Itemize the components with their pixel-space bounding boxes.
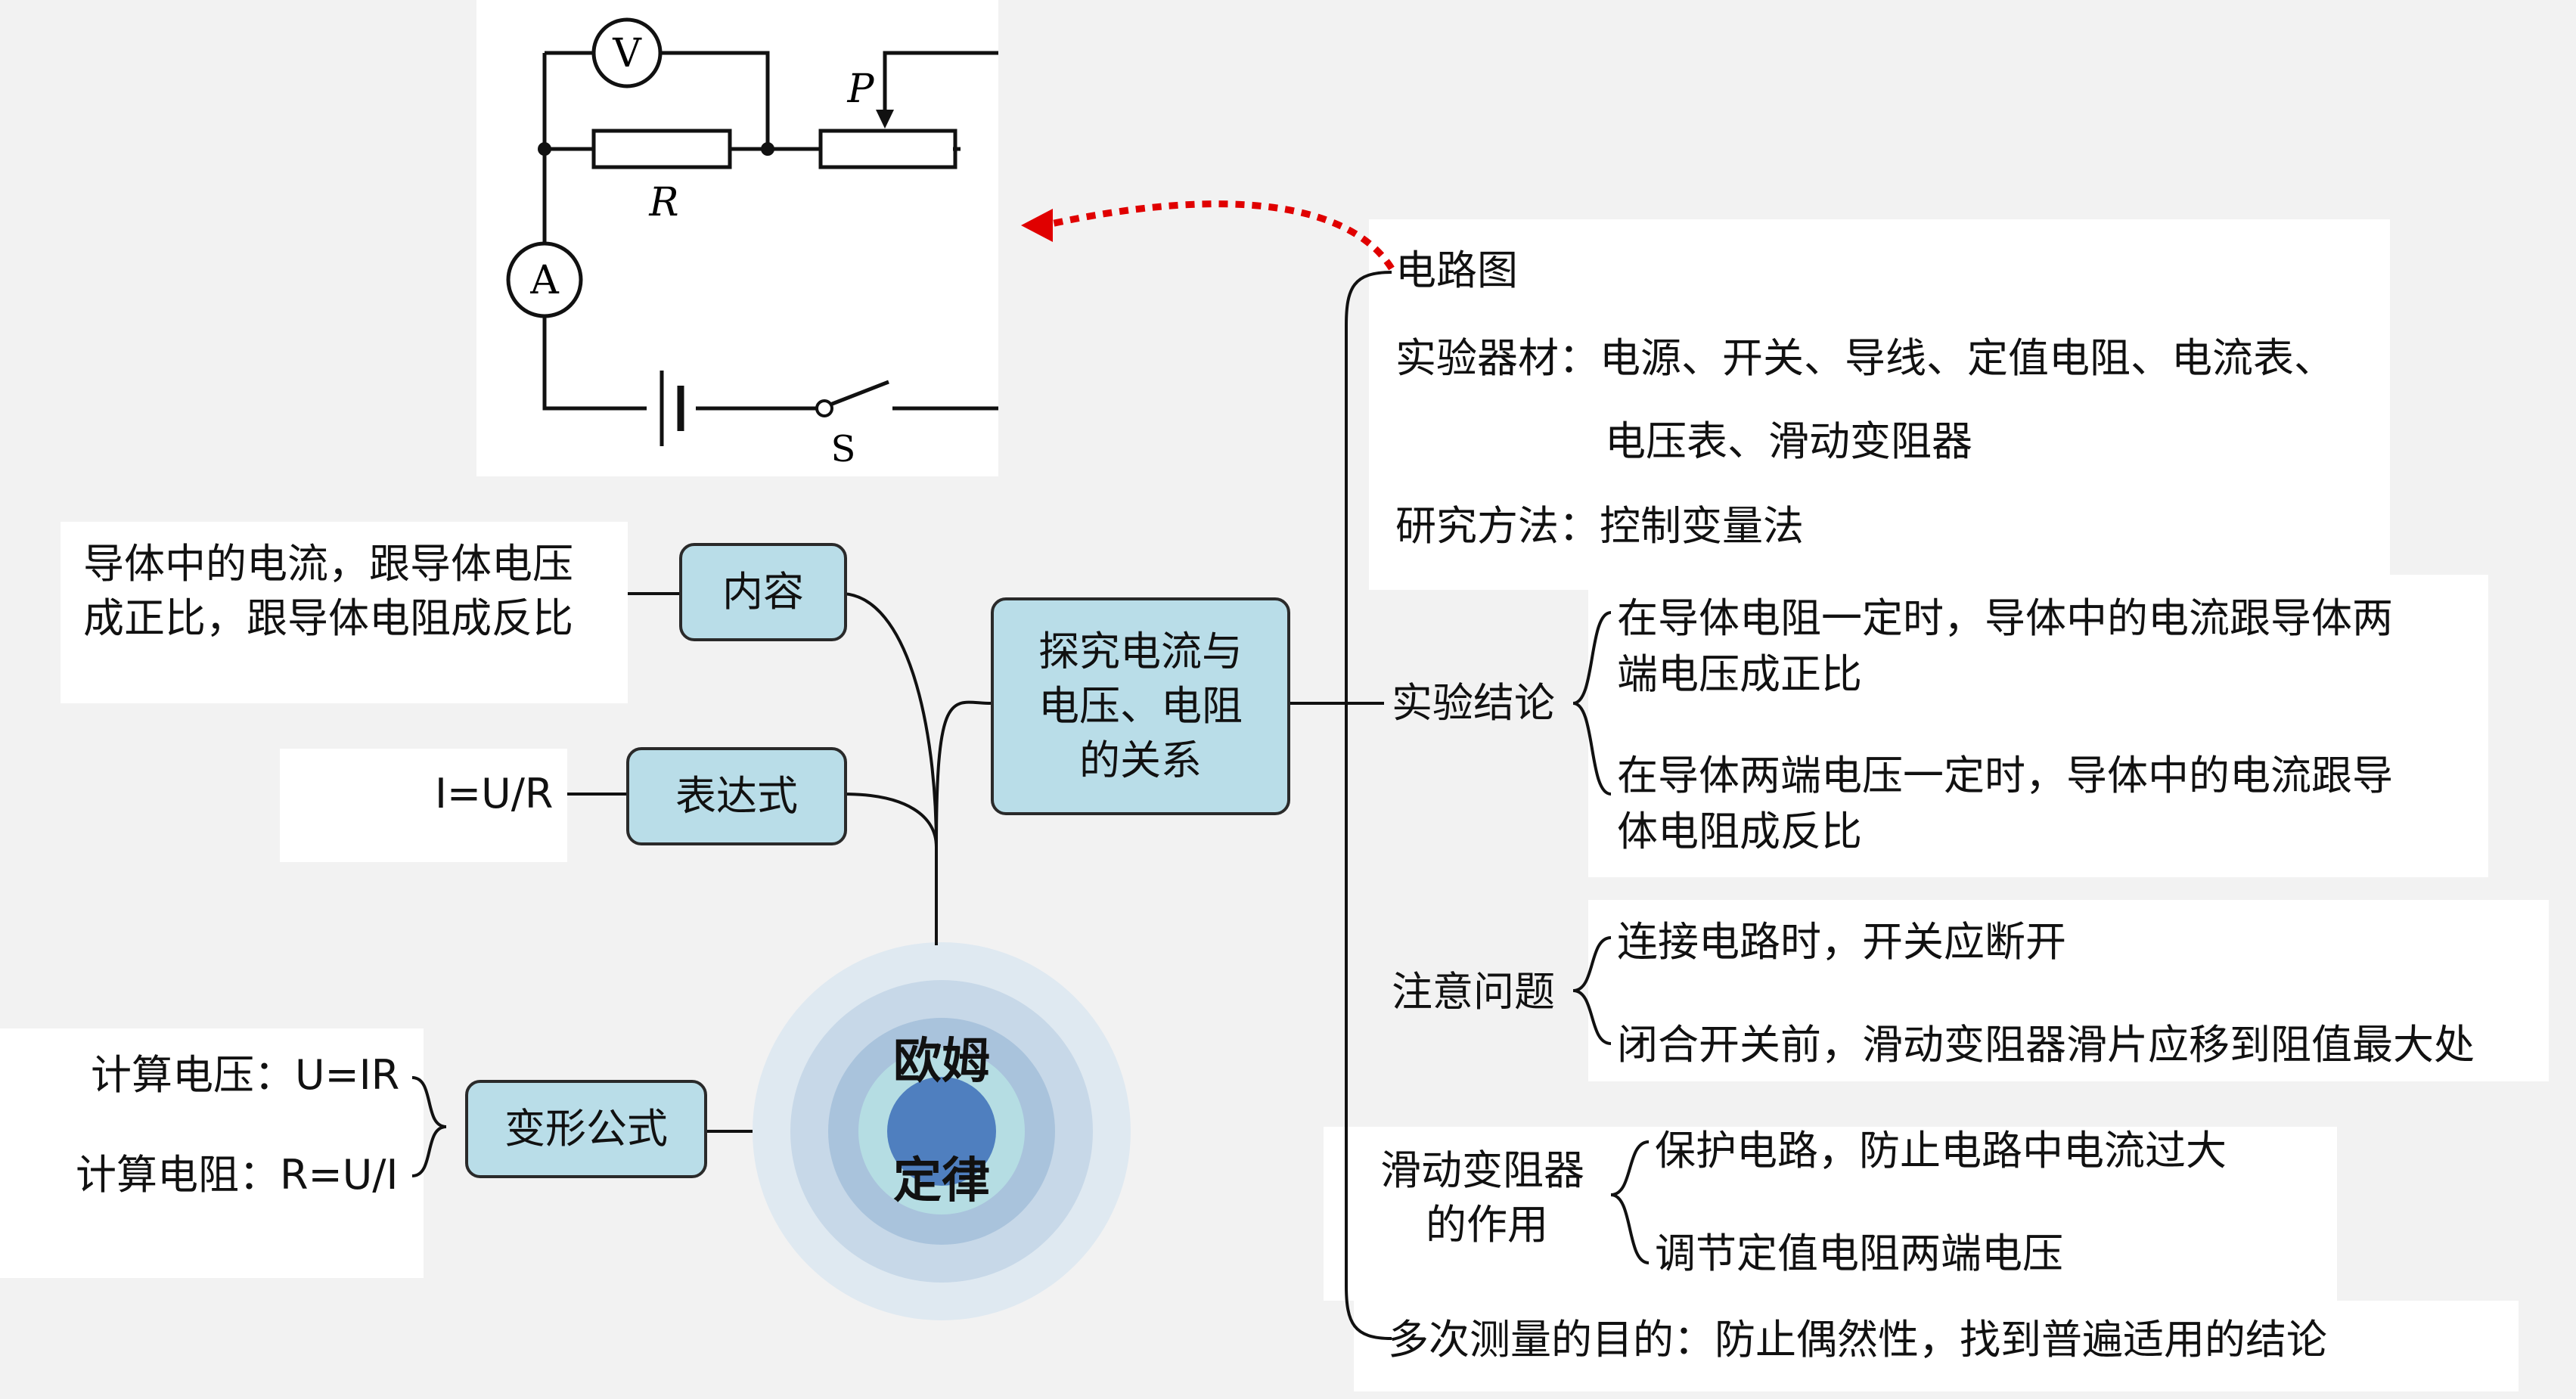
purpose-text: 多次测量的目的：防止偶然性，找到普遍适用的结论 [1388,1316,2327,1363]
junction-left [538,142,551,156]
right-main-bracket [1345,271,1392,1340]
transform-bracket [411,1076,447,1177]
circuit-arrow-head [1021,209,1053,242]
content-text-line-1: 导体中的电流，跟导体电压 [83,540,573,588]
explore-node-line-3: 的关系 [1079,737,1202,784]
core-ring-5 [887,1077,996,1186]
circuit-svg: V A R P S [506,17,1008,470]
switch-label: S [831,428,856,470]
conclusion-label: 实验结论 [1392,679,1555,727]
right-top-panel [1369,219,2390,590]
conclusion-1-line-2: 端电压成正比 [1617,650,1862,698]
trunk-to-explore [935,700,992,848]
notes-bracket [1572,936,1612,1045]
conclusion-bracket [1572,611,1612,796]
circuit-diagram: V A R P S [476,0,1008,476]
explore-node-line-2: 电压、电阻 [1038,682,1243,730]
junction-right [761,142,774,156]
notes-item-1: 连接电路时，开关应断开 [1617,918,2066,966]
ammeter-label: A [529,258,560,303]
expression-text: I=U/R [435,770,554,817]
explore-node[interactable]: 探究电流与 电压、电阻 的关系 [991,597,1290,815]
circuit-diagram-label[interactable]: 电路图 [1395,247,1518,294]
expression-node[interactable]: 表达式 [626,747,847,845]
rheostat-label-line-1: 滑动变阻器 [1380,1146,1584,1194]
wire-right [883,51,1008,408]
content-text-line-2: 成正比，跟导体电阻成反比 [83,594,573,642]
expression-node-label: 表达式 [675,772,798,820]
transform-text-panel [0,1028,424,1278]
expression-text-panel [280,749,567,862]
purpose-panel [1354,1301,2519,1391]
switch-pivot [815,399,833,417]
equipment-line-2: 电压表、滑动变阻器 [1605,417,1972,465]
conclusion-2-line-2: 体电阻成反比 [1617,808,1862,855]
voltmeter-label: V [612,31,642,76]
slider-label: P [847,67,875,112]
content-node[interactable]: 内容 [679,543,847,641]
resistor-label: R [648,180,678,225]
explore-node-line-1: 探究电流与 [1038,628,1243,675]
transform-item-resistance: 计算电阻：R=U/I [76,1151,399,1199]
ammeter-symbol [506,241,583,318]
rheostat-item-1: 保护电路，防止电路中电流过大 [1655,1127,2227,1174]
conclusion-panel [1588,575,2488,877]
rheostat-bracket [1610,1140,1650,1264]
rheostat-body [818,129,957,169]
slider-arrowhead [876,110,894,129]
method-text: 研究方法：控制变量法 [1395,502,1804,550]
rheostat-label-line-2: 的作用 [1426,1201,1548,1249]
core-title-line-2: 定律 [893,1153,990,1209]
content-text-panel [61,522,628,703]
core-title-line-1: 欧姆 [893,1034,990,1090]
voltmeter-symbol [591,17,663,88]
wire-top-right [660,51,770,149]
notes-panel [1588,900,2549,1081]
rheostat-item-2: 调节定值电阻两端电压 [1655,1230,2063,1277]
trunk-to-content [843,592,938,848]
conclusion-1-line-1: 在导体电阻一定时，导体中的电流跟导体两 [1617,594,2393,642]
rheostat-panel [1324,1127,2337,1301]
equipment-line-1: 实验器材：电源、开关、导线、定值电阻、电流表、 [1395,334,2335,382]
wire-left [542,53,647,411]
resistor-r-body [591,129,732,169]
trunk-to-expression [843,793,938,848]
circuit-arrow-line [1047,200,1395,271]
content-node-label: 内容 [722,568,804,616]
transform-node[interactable]: 变形公式 [465,1080,707,1178]
conclusion-2-line-1: 在导体两端电压一定时，导体中的电流跟导 [1617,752,2393,799]
transform-item-voltage: 计算电压：U=IR [91,1051,400,1099]
transform-node-label: 变形公式 [504,1105,668,1152]
notes-label: 注意问题 [1392,968,1555,1016]
notes-item-2: 闭合开关前，滑动变阻器滑片应移到阻值最大处 [1617,1021,2475,1069]
